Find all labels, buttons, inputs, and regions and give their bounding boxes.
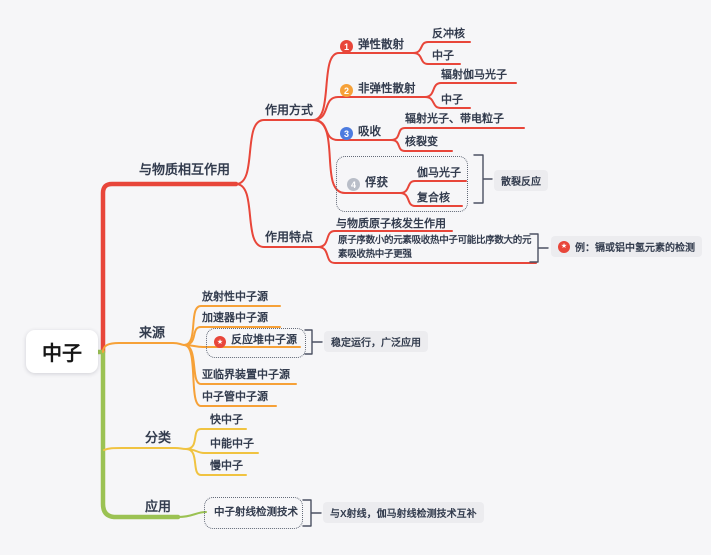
- node-elastic-scattering[interactable]: 弹性散射: [358, 39, 404, 51]
- summary-brackets: [302, 154, 549, 527]
- node-application[interactable]: 应用: [145, 499, 172, 514]
- node-fission[interactable]: 核裂变: [405, 136, 438, 148]
- node-accelerator-source[interactable]: 加速器中子源: [202, 312, 268, 324]
- node-capture[interactable]: 俘获: [365, 177, 388, 189]
- node-neutron-leaf[interactable]: 中子: [441, 94, 463, 106]
- node-traits[interactable]: 作用特点: [265, 230, 314, 244]
- node-category[interactable]: 分类: [145, 430, 172, 445]
- number-2-icon: 2: [340, 84, 353, 97]
- root-label: 中子: [42, 343, 82, 365]
- node-mode[interactable]: 作用方式: [265, 103, 314, 117]
- node-source[interactable]: 来源: [139, 325, 166, 340]
- callout-spallation[interactable]: 散裂反应: [494, 170, 548, 191]
- node-gamma-photon[interactable]: 伽马光子: [417, 167, 461, 179]
- node-neutron-leaf[interactable]: 中子: [432, 50, 454, 62]
- source-branch-lines: [102, 305, 301, 407]
- number-3-icon: 3: [340, 127, 353, 140]
- node-medium-neutron[interactable]: 中能中子: [210, 438, 254, 450]
- node-slow-neutron[interactable]: 慢中子: [210, 460, 243, 472]
- number-1-icon: 1: [340, 40, 353, 53]
- node-inelastic-scattering[interactable]: 非弹性散射: [358, 83, 416, 95]
- application-item-box[interactable]: [204, 497, 303, 529]
- node-fast-neutron[interactable]: 快中子: [210, 414, 243, 426]
- node-recoil-nucleus[interactable]: 反冲核: [432, 28, 465, 40]
- node-radioactive-source[interactable]: 放射性中子源: [202, 291, 268, 303]
- reactor-source-box[interactable]: [206, 328, 306, 358]
- node-compound-nucleus[interactable]: 复合核: [417, 192, 450, 204]
- node-absorption[interactable]: 吸收: [358, 126, 381, 138]
- node-acts-on-nucleus[interactable]: 与物质原子核发生作用: [336, 218, 446, 230]
- callout-complementary[interactable]: 与X射线，伽马射线检测技术互补: [323, 502, 484, 523]
- interaction-branch-lines: [235, 41, 537, 264]
- node-photon-charged-particles[interactable]: 辐射光子、带电粒子: [405, 113, 504, 125]
- callout-example[interactable]: ★ 例：镉或铝中氢元素的检测: [551, 236, 702, 257]
- node-subcritical-source[interactable]: 亚临界装置中子源: [202, 369, 290, 381]
- category-branch-lines: [103, 428, 259, 476]
- number-4-icon: 4: [347, 178, 360, 191]
- node-atomic-number-note[interactable]: 原子序数小的元素吸收热中子可能比序数大的元素吸收热中子更强: [338, 235, 532, 261]
- trunk-application: [93, 349, 181, 520]
- callout-stable-operation[interactable]: 稳定运行，广泛应用: [324, 331, 428, 352]
- capture-group-box[interactable]: [336, 156, 468, 212]
- node-interaction[interactable]: 与物质相互作用: [139, 162, 231, 177]
- root-node[interactable]: 中子: [26, 330, 98, 373]
- application-branch-line: [177, 511, 207, 518]
- star-icon: ★: [214, 336, 226, 348]
- trunk-interaction: [100, 181, 239, 355]
- star-icon: ★: [558, 240, 570, 253]
- node-reactor-source[interactable]: 反应堆中子源: [231, 334, 297, 346]
- node-gamma-photon-radiation[interactable]: 辐射伽马光子: [441, 69, 507, 81]
- example-text: 例：镉或铝中氢元素的检测: [575, 243, 695, 254]
- node-neutron-tube-source[interactable]: 中子管中子源: [202, 391, 268, 403]
- node-neutron-ray-testing[interactable]: 中子射线检测技术: [214, 506, 298, 518]
